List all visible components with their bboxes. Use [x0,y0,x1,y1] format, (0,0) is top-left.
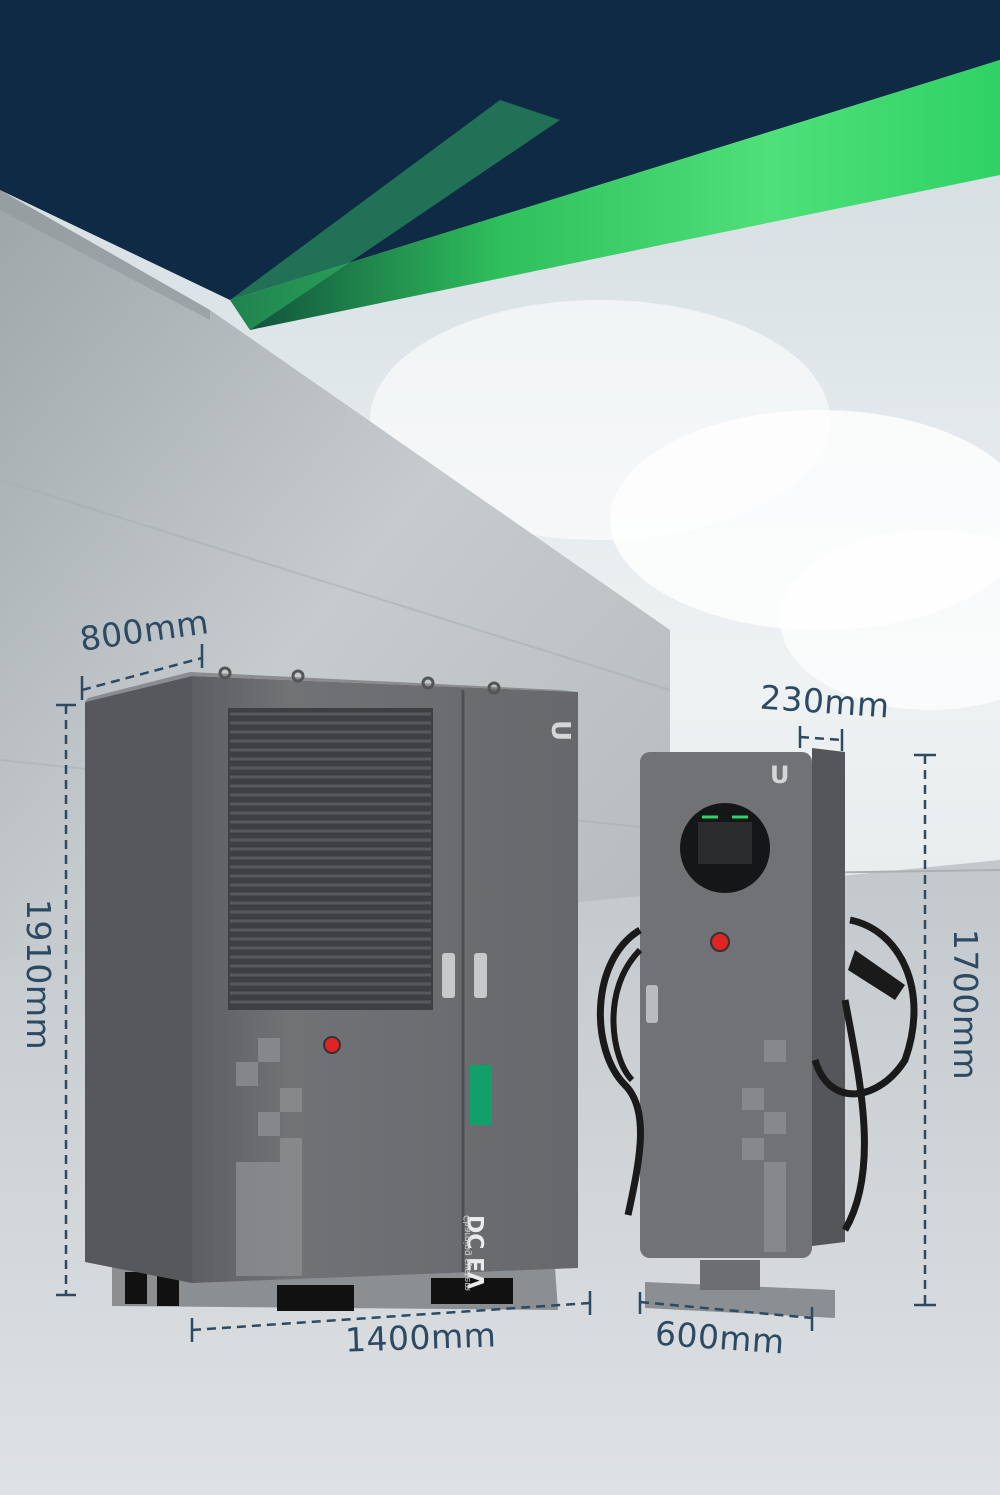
dimension-lines [64,656,927,1332]
product-subtext: Charging system [463,1215,473,1291]
cabinet-width-label: 1400mm [344,1315,497,1360]
charger-logo: U [770,761,790,789]
cabinet-height-label: 1910mm [19,898,59,1051]
cloud [370,300,830,540]
emergency-button [710,932,730,952]
green-beam [230,60,1000,330]
charging-cable [811,916,918,1098]
brand-graphic [470,1065,492,1125]
cloud [780,530,1000,710]
charging-cable [596,927,644,1216]
door-handle [474,953,487,998]
product-name: DC EV [465,1215,490,1289]
charging-connector [848,950,905,1000]
pixel-pattern [236,1038,302,1276]
charger-height-label: 1700mm [946,928,986,1081]
indicator-light [323,1036,341,1054]
ev-charger: U [596,748,918,1318]
power-cabinet: U DC EV Charging system [85,666,578,1311]
brand-logo: U [545,720,575,741]
header-banner [0,0,1000,300]
door-handle [442,953,455,998]
dimension-ticks [56,644,936,1342]
